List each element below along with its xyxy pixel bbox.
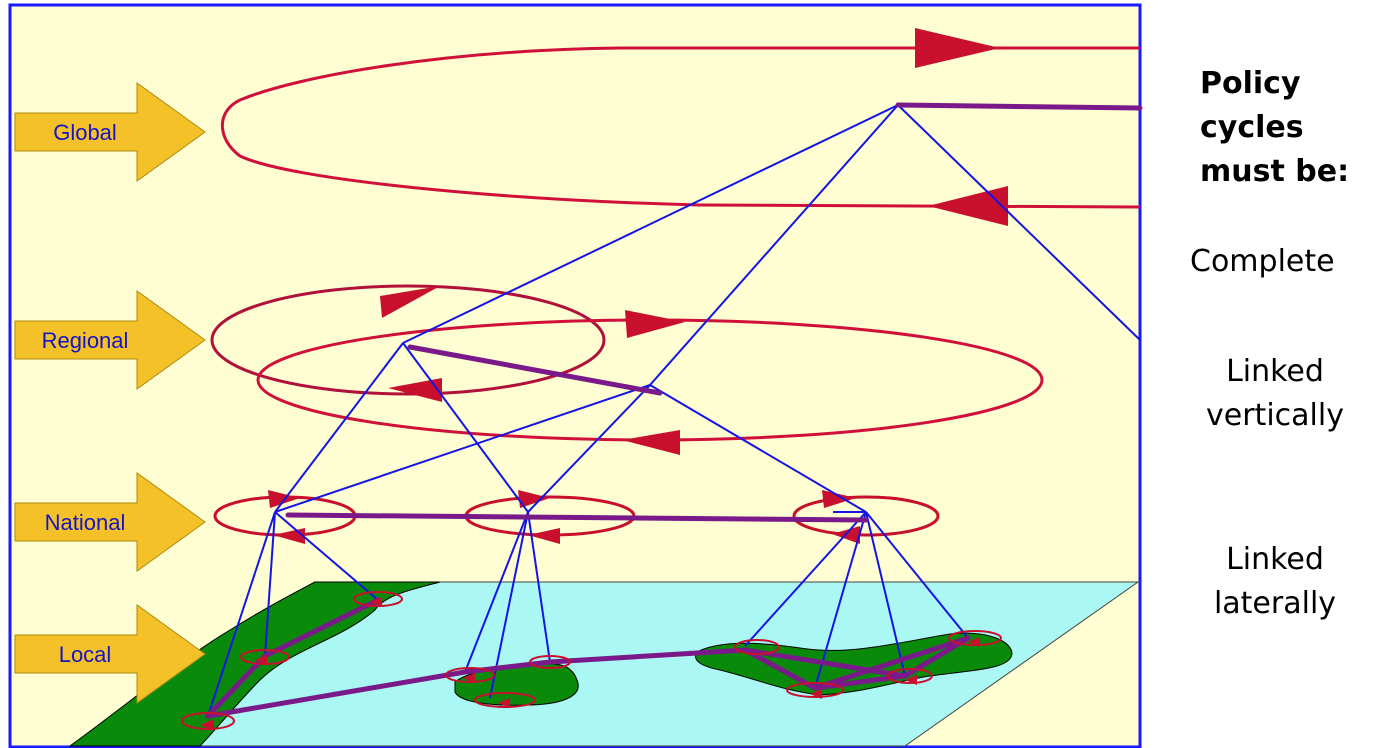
regional-arrowhead-3 bbox=[388, 378, 442, 402]
national-arrowhead-r1 bbox=[822, 490, 856, 508]
local-cycles bbox=[181, 591, 1002, 730]
vertical-links bbox=[207, 104, 1141, 717]
item-lateral-line2: laterally bbox=[1213, 586, 1337, 621]
item-complete: Complete bbox=[1190, 244, 1335, 279]
item-linked-vertically: Linked vertically bbox=[1190, 350, 1360, 438]
item-linked-laterally: Linked laterally bbox=[1190, 538, 1360, 626]
side-title-line1: Policy bbox=[1200, 66, 1301, 101]
regional-arrowhead-4 bbox=[622, 430, 680, 455]
local-arrow-icon bbox=[14, 604, 206, 704]
level-arrow-local: Local bbox=[14, 604, 206, 704]
regional-arrowhead-2 bbox=[625, 310, 685, 338]
regional-arrowhead-1 bbox=[380, 286, 440, 318]
side-title: Policy cycles must be: bbox=[1200, 62, 1349, 194]
regional-cycle-loop-1 bbox=[210, 284, 606, 396]
level-arrow-national: National bbox=[14, 472, 206, 572]
side-title-line3: must be: bbox=[1200, 154, 1350, 189]
regional-label: Regional bbox=[42, 328, 129, 353]
national-label: National bbox=[45, 510, 126, 535]
item-vertical-line2: vertically bbox=[1206, 398, 1344, 433]
global-label: Global bbox=[53, 120, 117, 145]
level-arrow-regional: Regional bbox=[14, 290, 206, 390]
national-arrow-icon bbox=[14, 472, 206, 572]
global-cycle-loop bbox=[220, 46, 1141, 209]
global-arrow-icon bbox=[14, 82, 206, 182]
national-arrowhead-m2 bbox=[528, 528, 560, 544]
global-cycle-arrowhead-left bbox=[928, 186, 1008, 226]
national-arrowhead-m1 bbox=[518, 490, 550, 508]
side-title-line2: cycles bbox=[1200, 110, 1304, 145]
national-cycle-right bbox=[792, 495, 940, 537]
local-cycle-arrowheads bbox=[200, 597, 980, 731]
global-cycle-arrowhead-right bbox=[915, 28, 1000, 68]
regional-arrow-icon bbox=[14, 290, 206, 390]
level-arrow-global: Global bbox=[14, 82, 206, 182]
side-panel: Policy cycles must be: Complete Linked v… bbox=[1150, 0, 1398, 748]
item-lateral-line1: Linked bbox=[1226, 542, 1324, 577]
item-vertical-line1: Linked bbox=[1226, 354, 1324, 389]
policy-cycles-diagram: Global Regional National Local bbox=[8, 3, 1143, 748]
local-label: Local bbox=[59, 642, 112, 667]
